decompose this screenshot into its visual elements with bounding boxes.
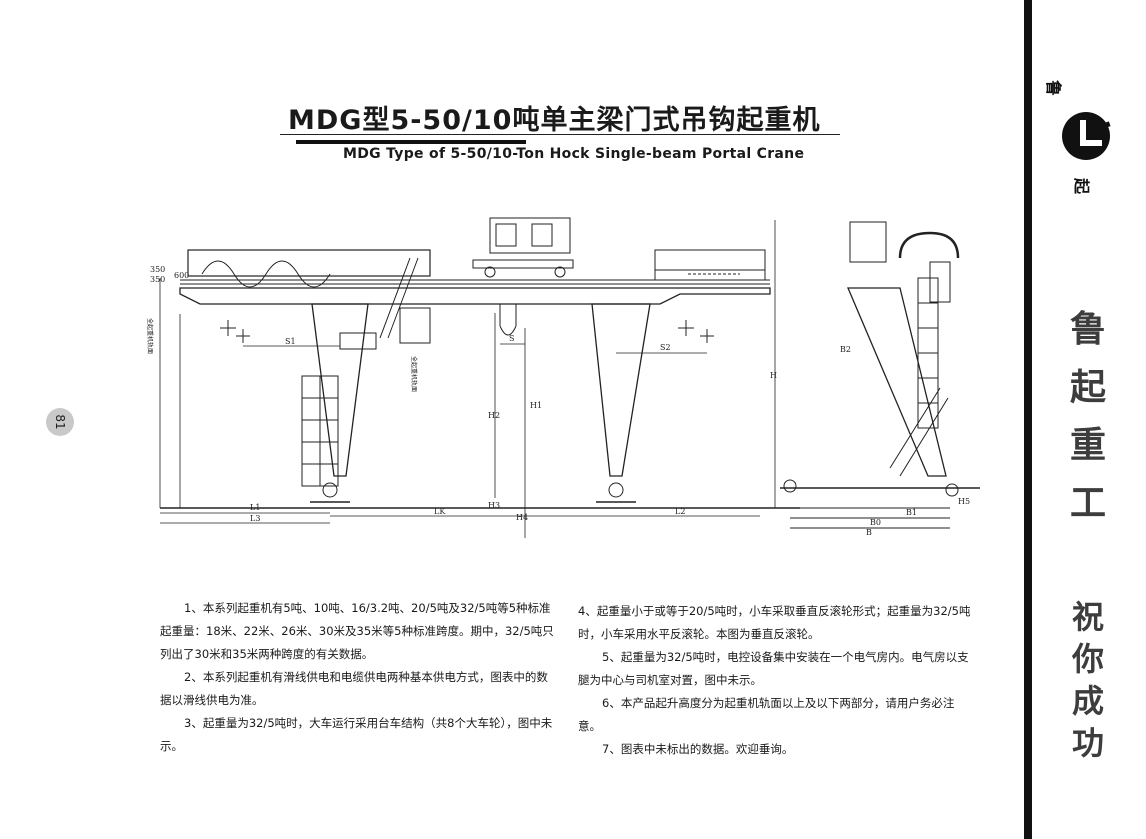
notes-right-column: 4、起重量小于或等于20/5吨时，小车采取垂直反滚轮形式；起重量为32/5吨时，…	[578, 600, 973, 761]
note-item: 5、起重量为32/5吨时，电控设备集中安装在一个电气房内。电气房以支腿为中心与司…	[578, 650, 969, 687]
logo-char-top: 鲁	[1044, 80, 1063, 96]
company-logo: 鲁 起	[1044, 80, 1111, 195]
dim-label: H1	[530, 401, 542, 410]
page-subtitle: MDG Type of 5-50/10-Ton Hock Single-beam…	[343, 146, 805, 162]
vertical-note: 全起重机轨面	[410, 356, 418, 392]
dim-label: L2	[675, 507, 685, 516]
page-title: MDG型5-50/10吨单主梁门式吊钩起重机	[288, 105, 821, 136]
calligraphy-char: 你	[1071, 640, 1104, 678]
calligraphy-char: 工	[1069, 482, 1106, 524]
crane-technical-drawing: 350 350 600 S1 S S2 H2 H1 H3 H4 H H5 L1 …	[146, 217, 980, 538]
note-item: 2、本系列起重机有滑线供电和电缆供电两种基本供电方式，图表中的数据以滑线供电为准…	[160, 670, 548, 707]
dim-label: 350	[150, 265, 165, 274]
dim-label: H2	[488, 411, 500, 420]
dim-label: S2	[660, 343, 671, 352]
hook-markers	[220, 320, 714, 343]
logo-char-bottom: 起	[1072, 177, 1091, 195]
side-view	[774, 220, 980, 529]
calligraphy-slogan: 祝 你 成 功	[1056, 596, 1120, 764]
dim-label: H3	[488, 501, 500, 510]
dim-label: L1	[250, 503, 260, 512]
dim-label: H4	[516, 513, 528, 522]
dim-label: H	[770, 371, 777, 380]
dim-label: 350	[150, 275, 165, 284]
page-number: 81	[46, 408, 74, 436]
vertical-note: 全起重机轨面	[146, 318, 154, 354]
dim-label: B	[866, 528, 872, 537]
calligraphy-char: 鲁	[1069, 308, 1106, 350]
calligraphy-char: 功	[1071, 724, 1104, 762]
dim-label: B1	[906, 508, 917, 517]
note-item: 7、图表中未标出的数据。欢迎垂询。	[602, 742, 794, 756]
notes-left-column: 1、本系列起重机有5吨、10吨、16/3.2吨、20/5吨及32/5吨等5种标准…	[160, 597, 555, 758]
title-underline	[280, 134, 840, 135]
calligraphy-char: 祝	[1071, 598, 1104, 636]
dim-label: 600	[174, 271, 189, 280]
right-leg	[591, 303, 651, 503]
dim-label: H5	[958, 497, 970, 506]
main-girder	[179, 249, 771, 305]
dim-label: B0	[870, 518, 881, 527]
note-item: 3、起重量为32/5吨时，大车运行采用台车结构（共8个大车轮），图中未示。	[160, 716, 553, 753]
calligraphy-char: 成	[1071, 682, 1104, 720]
dimension-labels: 350 350 600 S1 S S2 H2 H1 H3 H4 H H5 L1 …	[146, 265, 970, 537]
calligraphy-char: 重	[1069, 424, 1106, 466]
sidebar-divider	[1024, 0, 1032, 839]
dim-label: LK	[434, 507, 446, 516]
left-leg	[301, 257, 431, 503]
calligraphy-char: 起	[1069, 366, 1106, 408]
dim-label: S	[509, 334, 514, 343]
title-underline-bold	[296, 140, 526, 144]
dimension-lines	[159, 278, 800, 538]
note-item: 1、本系列起重机有5吨、10吨、16/3.2吨、20/5吨及32/5吨等5种标准…	[160, 601, 554, 661]
note-item: 6、本产品起升高度分为起重机轨面以上及以下两部分，请用户务必注意。	[578, 696, 955, 733]
dim-label: L3	[250, 514, 260, 523]
dim-label: B2	[840, 345, 851, 354]
calligraphy-brand: 鲁 起 重 工	[1056, 300, 1120, 532]
trolley	[472, 217, 574, 336]
note-item: 4、起重量小于或等于20/5吨时，小车采取垂直反滚轮形式；起重量为32/5吨时，…	[578, 604, 971, 641]
dim-label: S1	[285, 337, 296, 346]
